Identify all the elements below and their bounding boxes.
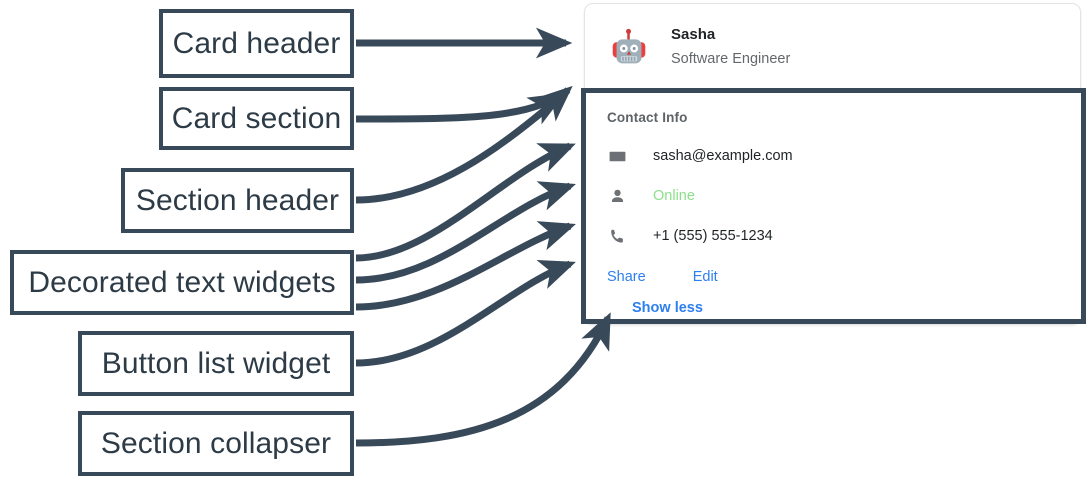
decorated-text-widget-status: Online [607, 176, 1081, 216]
email-icon [607, 146, 627, 166]
callout-section-header-label: Section header [135, 183, 340, 217]
decorated-text-widget-phone: +1 (555) 555-1234 [607, 216, 1081, 256]
callout-button-list-widget: Button list widget [78, 331, 354, 396]
button-list-widget: Share Edit [607, 260, 1081, 294]
decorated-text-widget-email: sasha@example.com [607, 136, 1081, 176]
callout-decorated-text-widgets-label: Decorated text widgets [28, 265, 336, 299]
arrow-section-collapser [355, 312, 612, 447]
card-section: Contact Info sasha@example.com Online [581, 88, 1086, 324]
share-button[interactable]: Share [607, 269, 646, 285]
arrow-card-section [355, 92, 566, 125]
callout-card-section: Card section [159, 87, 354, 150]
robot-avatar-icon [606, 25, 652, 71]
edit-button[interactable]: Edit [692, 269, 718, 285]
callout-section-collapser-label: Section collapser [100, 426, 332, 460]
callout-card-header: Card header [159, 9, 354, 78]
arrow-decorated-status [355, 181, 576, 284]
section-collapser-show-less[interactable]: Show less [632, 300, 703, 316]
callout-decorated-text-widgets: Decorated text widgets [10, 250, 354, 315]
status-value: Online [653, 188, 695, 204]
callout-card-section-label: Card section [171, 101, 342, 135]
section-header: Contact Info [607, 110, 688, 125]
arrow-decorated-email [355, 142, 576, 262]
arrow-decorated-phone [355, 221, 576, 311]
card-header: Sasha Software Engineer [585, 4, 1080, 78]
callout-button-list-widget-label: Button list widget [101, 346, 331, 380]
arrow-button-list [355, 260, 576, 367]
card-header-subtitle: Software Engineer [671, 51, 791, 68]
profile-card: Sasha Software Engineer Contact Info sas… [581, 3, 1086, 325]
callout-card-header-label: Card header [172, 26, 341, 60]
email-value: sasha@example.com [653, 148, 793, 164]
person-icon [607, 186, 627, 206]
callout-section-collapser: Section collapser [78, 411, 354, 476]
phone-icon [607, 226, 627, 246]
callout-section-header: Section header [121, 168, 354, 233]
card-header-title: Sasha [671, 25, 716, 43]
card-header-text: Sasha Software Engineer [671, 24, 790, 72]
phone-value: +1 (555) 555-1234 [653, 228, 773, 244]
arrow-section-header [355, 85, 573, 204]
